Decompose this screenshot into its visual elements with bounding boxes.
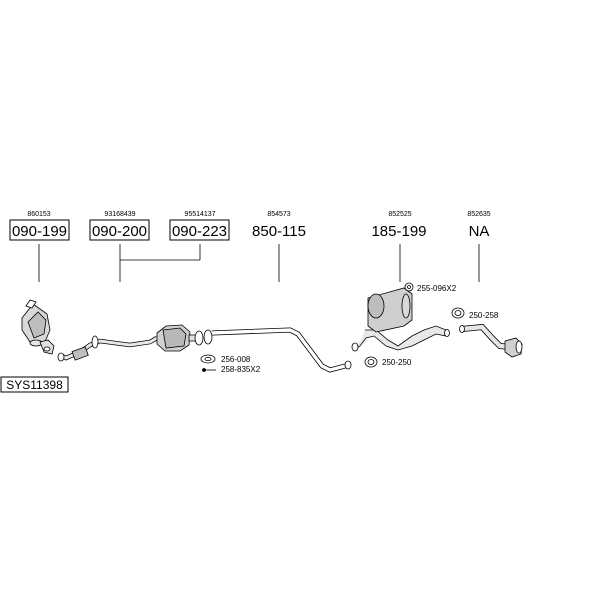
center-pipe-drawing xyxy=(57,335,159,362)
clamp-rear-icon xyxy=(451,307,465,319)
part-number-front-pipe[interactable]: 090-199 xyxy=(12,223,67,240)
part-box-center-pipe[interactable] xyxy=(89,219,150,241)
mid-pipe-drawing xyxy=(203,327,352,373)
rear-silencer-drawing xyxy=(459,323,523,358)
oem-number-middle-silencer: 852525 xyxy=(388,211,411,218)
accessory-clamp-middle-label[interactable]: 250-250 xyxy=(382,358,412,367)
rubber-mount-icon xyxy=(404,282,414,292)
middle-silencer-drawing xyxy=(351,287,450,352)
leader-lines xyxy=(38,244,480,282)
oem-number-rear-silencer: 852635 xyxy=(467,211,490,218)
part-box-catalyst[interactable] xyxy=(169,219,230,241)
front-pipe-drawing xyxy=(21,299,55,355)
catalytic-converter-drawing xyxy=(156,324,204,352)
gasket-icon xyxy=(200,354,216,364)
part-number-middle-silencer[interactable]: 185-199 xyxy=(371,223,426,240)
accessory-clamp-rear-label[interactable]: 250-258 xyxy=(469,311,499,320)
accessory-rubber-mount-label[interactable]: 255-096X2 xyxy=(417,284,457,293)
oem-number-catalyst: 95514137 xyxy=(184,211,215,218)
clamp-middle-icon xyxy=(364,356,378,368)
part-number-mid-pipe[interactable]: 850-115 xyxy=(252,223,306,240)
system-code-label[interactable]: SYS11398 xyxy=(6,378,63,392)
part-number-rear-silencer[interactable]: NA xyxy=(469,223,490,240)
oem-number-front-pipe: 860153 xyxy=(27,211,50,218)
accessory-bolt-label[interactable]: 258-835X2 xyxy=(221,365,261,374)
oem-number-mid-pipe: 854573 xyxy=(267,211,290,218)
part-number-center-pipe[interactable]: 090-200 xyxy=(92,223,147,240)
bolt-icon xyxy=(202,368,216,372)
oem-number-center-pipe: 93168439 xyxy=(104,211,135,218)
part-box-front-pipe[interactable] xyxy=(9,219,70,241)
part-number-catalyst[interactable]: 090-223 xyxy=(172,223,227,240)
accessory-gasket-label[interactable]: 256-008 xyxy=(221,355,251,364)
system-code-box[interactable] xyxy=(0,376,69,393)
